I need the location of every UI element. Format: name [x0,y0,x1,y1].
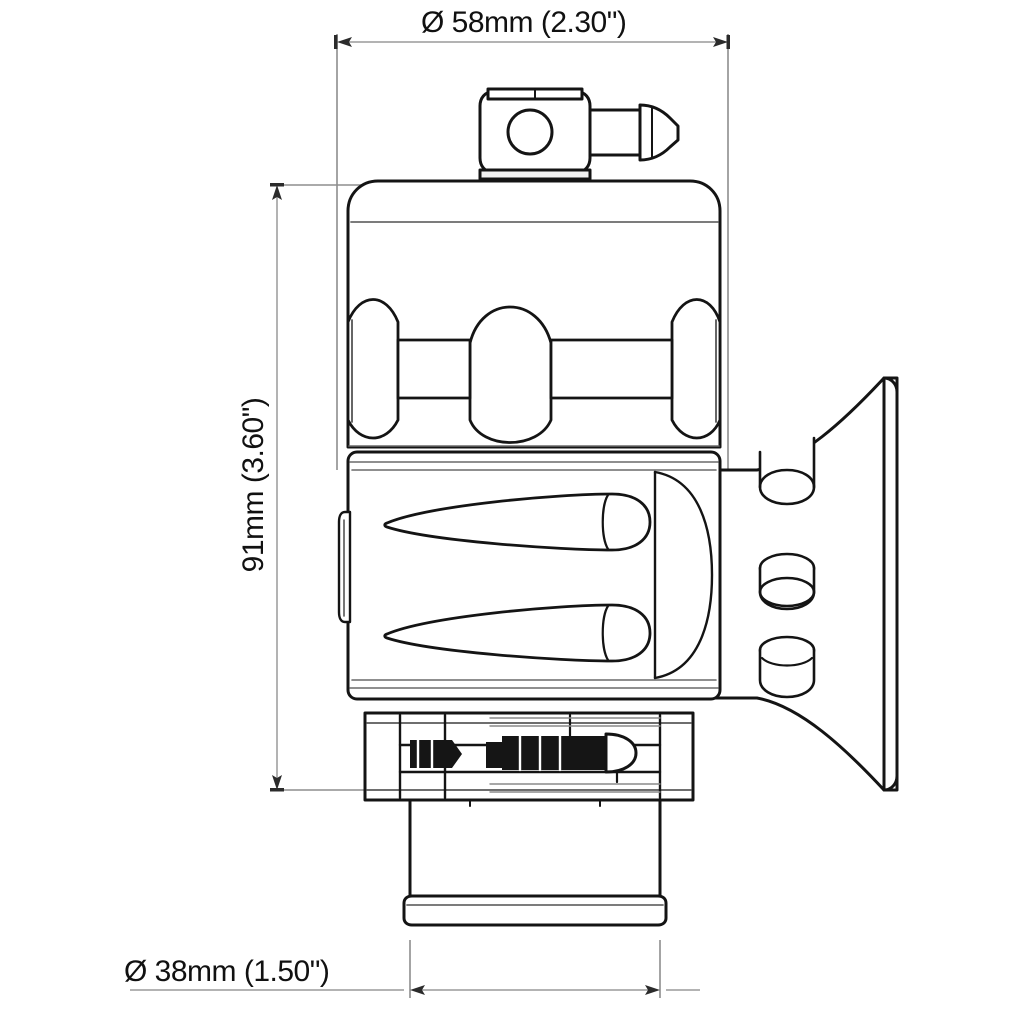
valve-geometry [337,87,899,927]
bracket-bore-top-ellipse [758,468,816,489]
flute-right-end [670,298,722,440]
plunger-cap [604,732,638,774]
arrow-top-left [337,37,352,47]
flange-hatch-band [489,717,661,793]
adjuster-thread-grooves [416,734,562,772]
adjuster-thread-block [502,736,606,770]
vent-slot-lower-cap-seam [601,604,610,662]
main-body [337,450,722,701]
bracket-fin [882,376,899,792]
cap-flutes [346,298,722,444]
outlet-tube [402,798,668,927]
dimension-arrowheads [270,35,730,995]
dimension-lines [130,34,729,998]
outlet-tube-rim [402,894,668,927]
flute-shank-right [549,338,674,400]
arrow-bottom-left [410,985,425,995]
bracket-bores [758,436,816,699]
tick-top-left [334,35,338,49]
bracket-bore-bottom-body [758,648,816,699]
flute-left-end [346,298,400,440]
vent-slot-upper [383,492,652,552]
vent-slot-lower [383,603,652,663]
tick-height-bottom [270,788,284,792]
bracket-bore-middle-bottom [758,576,816,608]
flute-shank-left [396,338,472,400]
nipple-bore-circle [506,108,554,156]
vent-slot-upper-cap-seam [601,493,610,551]
barb-shank [588,108,642,157]
arrow-height-bottom [272,775,282,790]
dimension-label-height: 91mm (3.60") [237,397,270,573]
tick-height-top [270,183,284,187]
arrow-height-top [272,185,282,200]
arrow-bottom-right [645,985,660,995]
base-flange [363,711,695,802]
adjuster-nut-left-cap [452,740,462,768]
hose-barb-fitting [588,103,680,162]
arrow-top-right [713,37,728,47]
bracket-bore-bottom-arc [760,656,814,667]
dimension-label-diameter-bottom: Ø 38mm (1.50") [124,955,330,988]
dimension-label-diameter-top: Ø 58mm (2.30") [421,6,627,39]
nipple-block-base-plate [478,168,592,181]
barb-tip [638,103,680,162]
main-body-outline [346,450,722,701]
vent-slots [383,492,652,663]
tick-top-right [726,35,730,49]
main-body-inner-wall [653,470,714,680]
adjuster-stem [486,742,502,768]
vacuum-nipple-block [478,87,592,181]
flute-center-lobe [468,305,553,444]
outlet-tube-body [408,798,662,900]
